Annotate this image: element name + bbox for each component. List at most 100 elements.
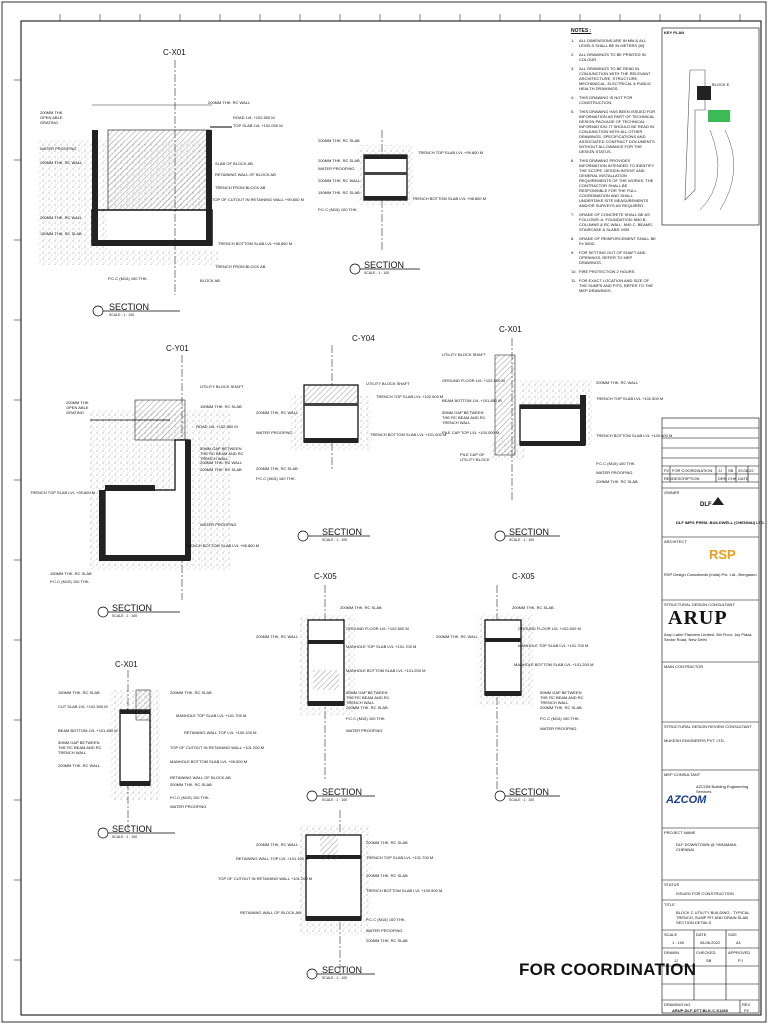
revision-header-date: DATE <box>738 476 749 481</box>
callout: SLAB OF BLOCK AB <box>215 161 253 166</box>
callout: 150MM THK. RC SLAB <box>200 404 242 409</box>
section-title: SECTION <box>322 787 363 797</box>
section-scale: SCALE : 1 : 100 <box>509 538 535 542</box>
section-5-drawing <box>490 338 592 500</box>
review-label: STRUCTURAL DESIGN REVIEW CONSULTANT <box>664 724 752 729</box>
callout: WATER PROOFING <box>40 146 77 151</box>
note-item: 6.THIS DRAWING PROVIDES INFORMATION INTE… <box>571 158 655 208</box>
callout: PILE CAP OF UTILITY BLOCK <box>460 452 490 462</box>
callout: PILE CAP TOP LVL +100.000 M <box>442 430 500 435</box>
callout: MANHOLE TOP SLAB LVL +101.700 M <box>346 644 417 649</box>
callout: 200MM THK. RC SLAB <box>540 705 582 710</box>
callout: UTILITY BLOCK SHAFT <box>366 381 410 386</box>
callout: MANHOLE TOP SLAB LVL +101.700 M <box>518 643 589 648</box>
callout: 200MM THK. RC SLAB <box>256 466 298 471</box>
arup-text: Arup Lahiri Flanders Limited, 5th Floor,… <box>664 632 753 642</box>
title-block-frame <box>661 417 760 1014</box>
callout: P.C.C (M15) 100 THK. <box>318 207 358 212</box>
callout: 50MM GAP BETWEEN THE RC BEAM AND RC TREN… <box>540 690 584 705</box>
section-8-drawing <box>478 585 533 790</box>
callout: BLOCK AB <box>200 278 220 283</box>
callout: 150MM THK. RC SLAB <box>50 571 92 576</box>
callout: P.C.C (M15) 100 THK. <box>346 716 386 721</box>
checked-label: CHECKED <box>696 950 716 955</box>
callout: RETAINING WALL TOP LVL +100.100 M <box>184 730 257 735</box>
architect-text: RSP Design Consultants (India) Pvt. Ltd.… <box>664 572 757 577</box>
date-value: 08.06.2022 <box>700 940 721 945</box>
callout: 50MM GAP BETWEEN THE RC BEAM AND RC TREN… <box>442 410 486 425</box>
callout: TRENCH TOP SLAB LVL +101.700 M <box>366 855 434 860</box>
callout: GROUND FLOOR LVL +102.500 M <box>442 378 505 383</box>
size-value: A1 <box>736 940 741 945</box>
drawn-label: DRAWN <box>664 950 679 955</box>
callout: 200MM THK. RC WALL <box>596 380 639 385</box>
callout: TRENCH BOTTOM SLAB LVL +98.800 M <box>412 196 487 201</box>
callout: 200MM THK. RC SLAB <box>318 158 360 163</box>
callout: UTILITY BLOCK SHAFT <box>442 352 486 357</box>
grid-label: C-Y01 <box>166 344 189 353</box>
callout: 200MM THK. RC SLAB <box>366 938 408 943</box>
callout: RETAINING WALL OF BLOCK AB <box>215 172 276 177</box>
callout: WATER PROOFING <box>596 470 633 475</box>
section-9-drawing <box>300 810 370 975</box>
status-label: STATUS <box>664 882 680 887</box>
callout: TRENCH FROM BLOCK AB <box>215 264 266 269</box>
callout: 200MM THK. RC SLAB <box>170 690 212 695</box>
callout: 150MM THK. RC SLAB <box>58 690 100 695</box>
callout: 200MM THK. RC SLAB <box>318 138 360 143</box>
size-label: SIZE <box>728 932 737 937</box>
section-scale: SCALE : 1 : 100 <box>364 271 390 275</box>
scale-value: 1 : 100 <box>672 940 685 945</box>
notes-title: NOTES : <box>571 28 592 34</box>
callout: 150MM THK. RC SLAB <box>318 190 360 195</box>
note-item: 8.GRADE OF REINFORCEMENT SHALL BE Fe 500… <box>571 236 656 246</box>
section-title: SECTION <box>509 787 550 797</box>
section-3-drawing <box>90 355 230 600</box>
section-scale: SCALE : 1 : 100 <box>322 538 348 542</box>
grid-label: C-Y04 <box>352 334 375 343</box>
callout: 200MM THK. RC WALL <box>256 842 299 847</box>
callout: BEAM BOTTOM LVL +101.850 M <box>442 398 502 403</box>
section-6-drawing <box>110 670 160 830</box>
note-item: 10.FIRE PROTECTION 2 HOURS. <box>571 269 636 274</box>
callout: 200MM THK. RC WALL <box>58 763 101 768</box>
callout: GROUND FLOOR LVL +102.500 M <box>518 626 581 631</box>
key-plan-drawing <box>661 27 760 226</box>
callout: GROUND FLOOR LVL +102.500 M <box>346 626 409 631</box>
approved-label: APPROVED <box>728 950 751 955</box>
callout: 50MM GAP BETWEEN THE RC BEAM AND RC TREN… <box>58 740 102 755</box>
section-title: SECTION <box>509 527 550 537</box>
section-title: SECTION <box>112 824 153 834</box>
section-title: SECTION <box>109 302 150 312</box>
azcom-logo: AZCOM <box>666 794 707 806</box>
section-title: SECTION <box>322 965 363 975</box>
grid-label: C-X01 <box>115 660 138 669</box>
general-notes: NOTES : 1.ALL DIMENSIONS ARE IN MM & ALL… <box>571 28 656 293</box>
revision-header-by: DRN <box>718 476 727 481</box>
note-item: 3.ALL DRAWINGS TO BE READ IN CONJUNCTION… <box>571 66 652 91</box>
callout: 200MM THK. RC WALL <box>436 634 479 639</box>
mep-label: MEP CONSULTANT <box>664 772 701 777</box>
section-title: SECTION <box>364 260 405 270</box>
callout: WATER PROOFING <box>200 522 237 527</box>
section-scale: SCALE : 1 : 100 <box>112 835 138 839</box>
callout: TOP SLAB LVL +102.000 M <box>233 123 283 128</box>
mep-text: AZCOM Building Engineering Services <box>696 784 749 794</box>
callout: TRENCH BOTTOM SLAB LVL +101.000 M <box>370 432 447 437</box>
callout: TRENCH TOP SLAB LVL +99.800 M <box>30 490 96 495</box>
callout: MANHOLE BOTTOM SLAB LVL +99.500 M <box>170 759 248 764</box>
callout: P.C.C (M15) 100 THK. <box>596 461 636 466</box>
callout: P.C.C (M15) 100 THK. <box>366 917 406 922</box>
note-item: 7.GRADE OF CONCRETE SHALL BE AS FOLLOWS:… <box>571 212 653 232</box>
callout: 200MM THK. RC SLAB <box>170 782 212 787</box>
callout: 200MM THK. RC WALL <box>40 160 83 165</box>
callout: 200MM THK. OPEN ABLE GRATING <box>40 110 64 125</box>
main-contractor-label: MAIN CONTRACTOR <box>664 664 704 669</box>
callout: ROAD LVL +102.500 M <box>233 115 275 120</box>
arup-logo: ARUP <box>668 607 728 629</box>
callout: 200MM THK. RC SLAB <box>340 605 382 610</box>
section-1-drawing <box>38 60 232 295</box>
callout: P.C.C (M15) 100 THK. <box>108 276 148 281</box>
key-plan-label: BLOCK E <box>712 82 730 87</box>
callout: WATER PROOFING <box>170 804 207 809</box>
